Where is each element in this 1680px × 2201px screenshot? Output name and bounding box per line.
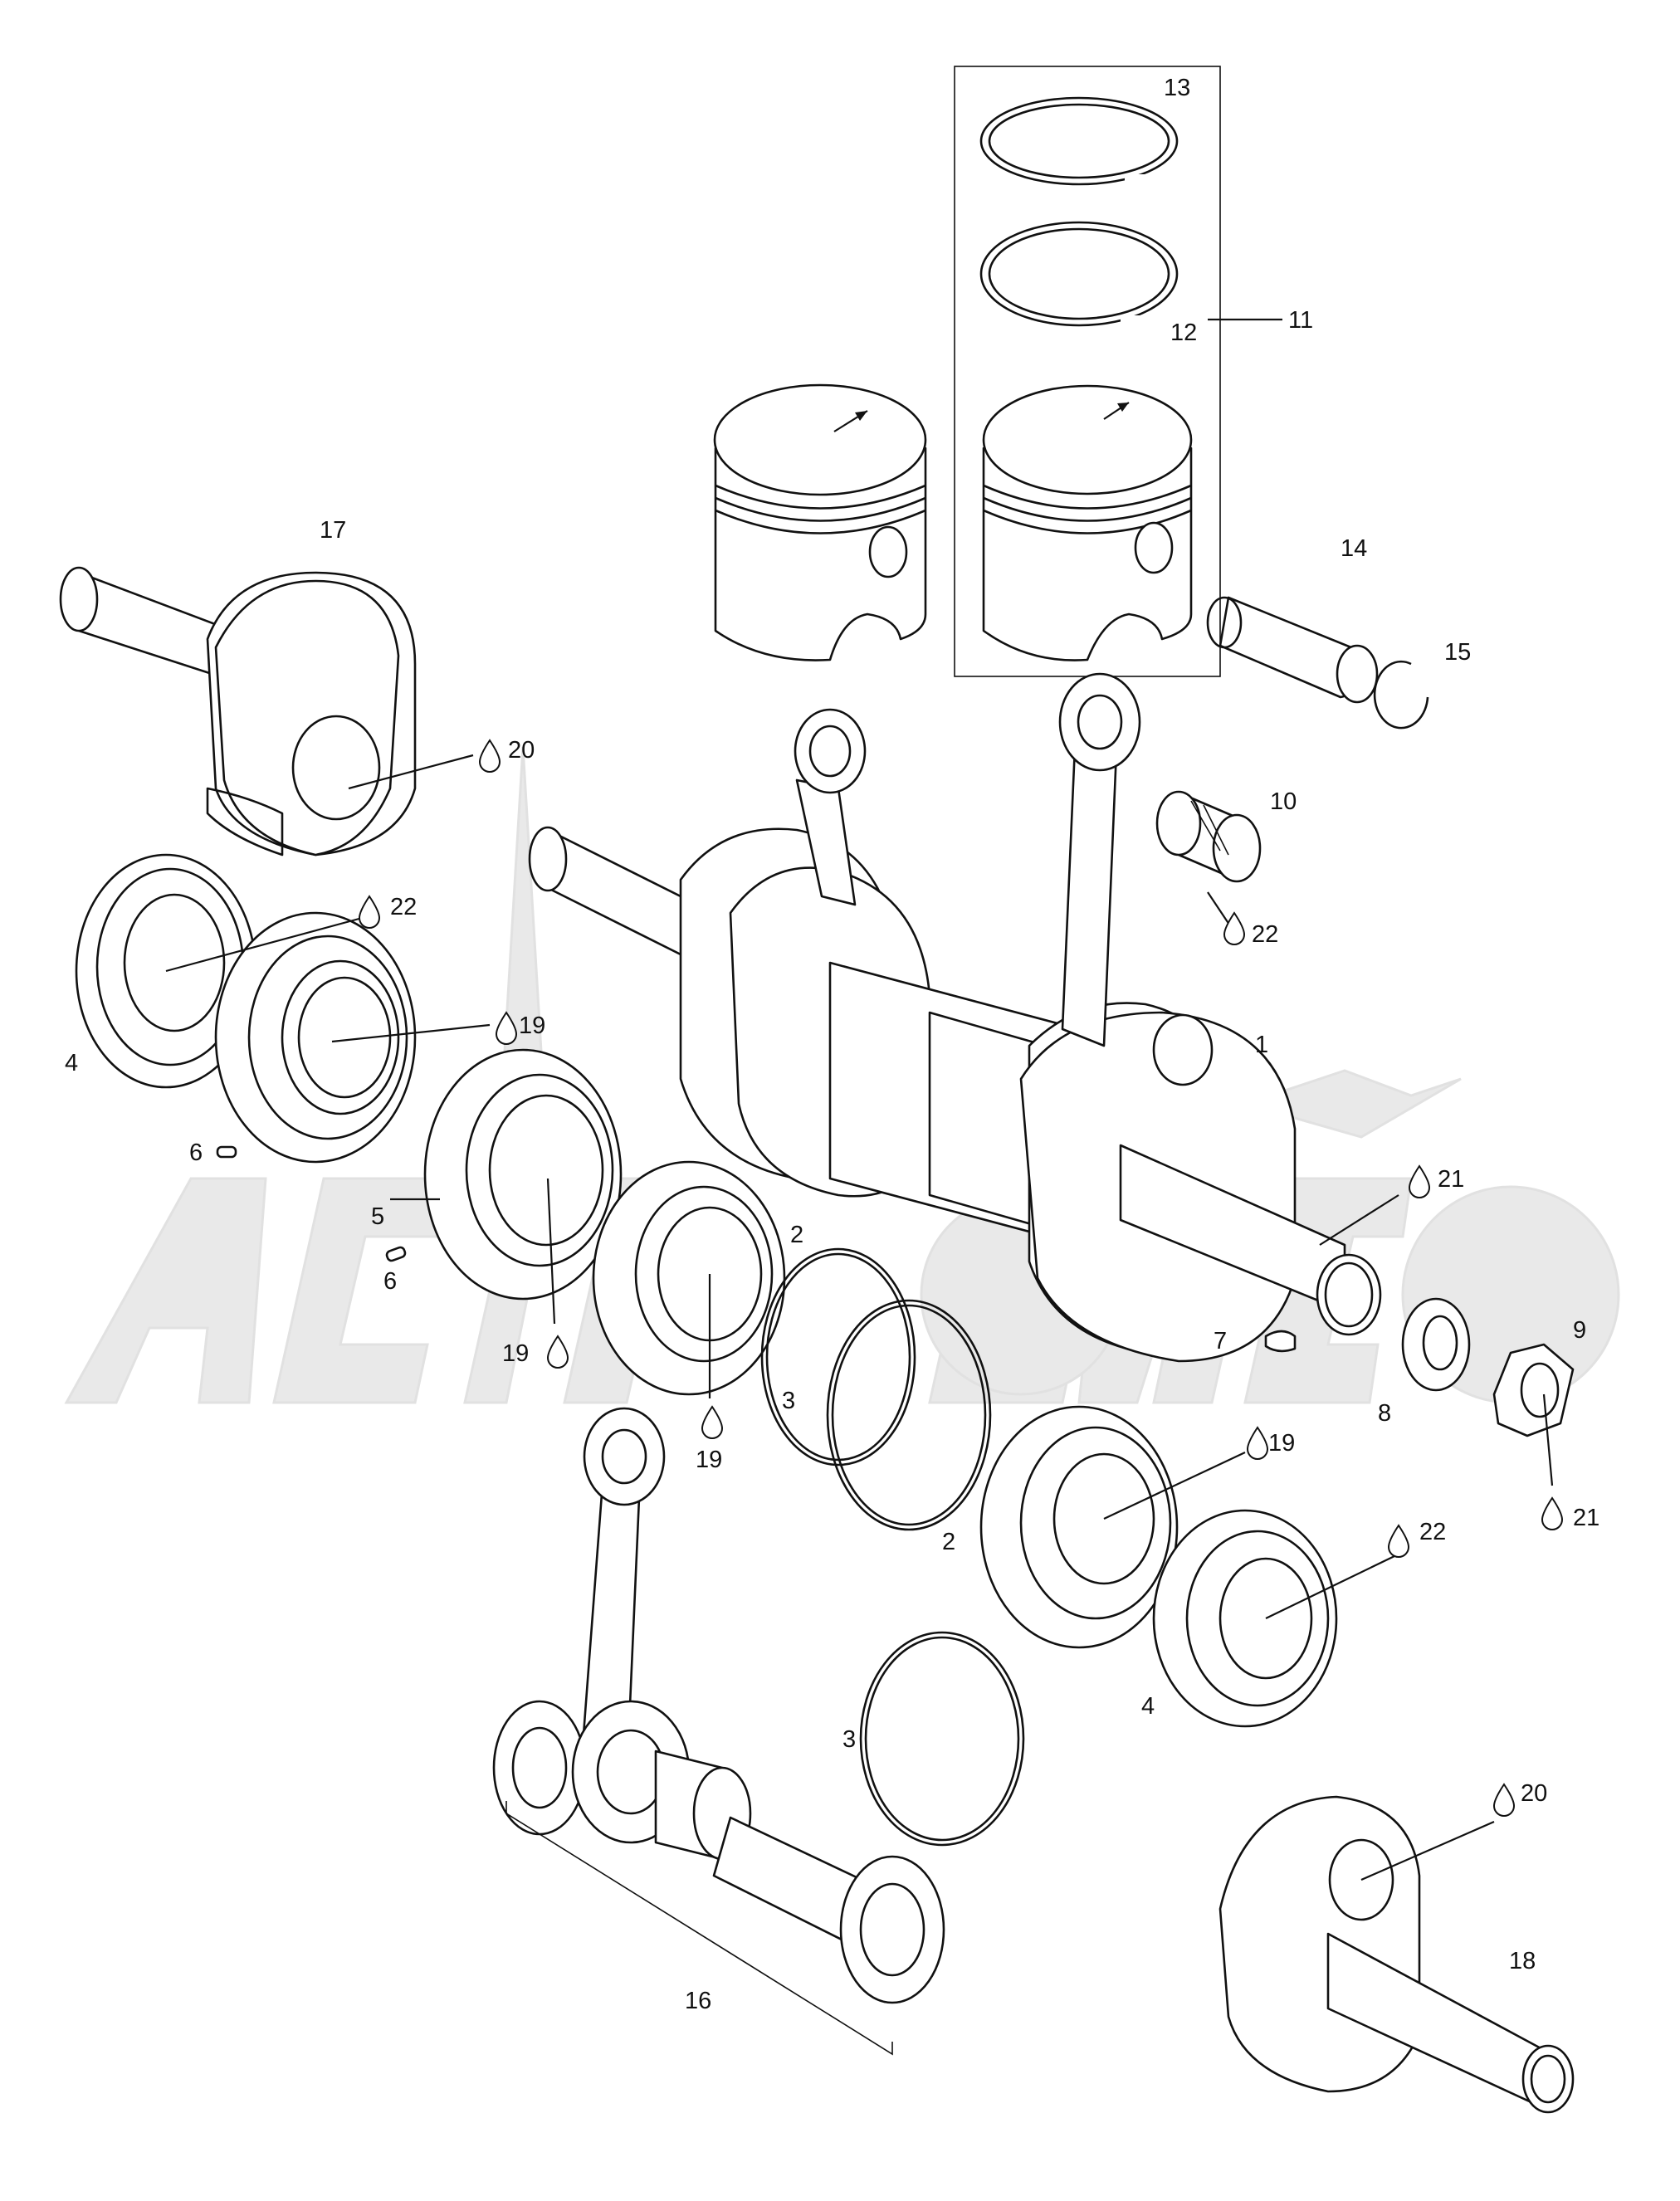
piston-ring-top: [979, 96, 1179, 186]
callout-19: 19: [519, 1013, 545, 1039]
callout-22: 22: [1252, 921, 1278, 948]
callout-11: 11: [1288, 307, 1313, 334]
main-bearing-right: [979, 1405, 1179, 1649]
crank-half-left: [59, 566, 417, 856]
oil-seal-right: [1152, 1509, 1338, 1728]
oil-drop-icon: [358, 895, 381, 929]
piston-pin-circlip: [1373, 660, 1429, 730]
needle-bearing-small-end: [1155, 790, 1262, 883]
o-ring-c: [859, 1631, 1025, 1847]
callout-19: 19: [502, 1340, 529, 1367]
callout-4: 4: [1141, 1693, 1155, 1720]
callout-14: 14: [1341, 535, 1367, 562]
callout-17: 17: [320, 517, 346, 544]
oil-drop-icon: [1246, 1426, 1269, 1460]
main-bearing-center: [592, 1160, 786, 1396]
callout-21: 21: [1573, 1505, 1599, 1531]
oil-drop-icon: [1541, 1496, 1564, 1530]
callout-3: 3: [782, 1388, 795, 1414]
woodruff-key: [1264, 1330, 1297, 1353]
piston-ring-second: [979, 221, 1179, 327]
callout-10: 10: [1270, 788, 1297, 815]
piston-pin: [1206, 596, 1379, 704]
callout-19: 19: [1268, 1430, 1295, 1457]
callout-2: 2: [942, 1529, 955, 1555]
crankshaft-assembly: [528, 672, 1382, 1363]
main-bearing-left: [214, 911, 417, 1164]
crankshaft-nut: [1492, 1343, 1575, 1437]
leader-lines: [165, 318, 1554, 1881]
callout-6: 6: [189, 1140, 203, 1166]
piston-with-rings: [982, 384, 1193, 661]
o-ring-b: [826, 1299, 992, 1531]
dowel-pin-lower: [385, 1246, 407, 1262]
callout-22: 22: [1419, 1519, 1446, 1545]
oil-drop-icon: [546, 1335, 569, 1369]
callout-4: 4: [65, 1050, 78, 1076]
callout-21: 21: [1438, 1166, 1464, 1193]
callout-2: 2: [790, 1222, 803, 1248]
callout-20: 20: [1521, 1780, 1547, 1807]
watermark-text: ACTIVMOTO: [1655, 2189, 1660, 2192]
oil-drop-icon: [1408, 1164, 1431, 1198]
oil-drop-icon: [495, 1011, 518, 1045]
callout-3: 3: [842, 1726, 856, 1753]
crank-half-right: [1218, 1795, 1575, 2114]
piston: [713, 383, 927, 661]
oil-drop-icon: [1223, 911, 1246, 945]
callout-15: 15: [1444, 639, 1471, 666]
callout-12: 12: [1170, 320, 1197, 346]
callout-5: 5: [371, 1203, 384, 1230]
lock-washer: [1401, 1297, 1471, 1392]
main-bearing-second: [423, 1048, 623, 1301]
connecting-rod-kit: [492, 1407, 945, 2056]
dowel-pin-upper: [216, 1145, 237, 1159]
callout-20: 20: [508, 737, 535, 764]
callout-18: 18: [1509, 1948, 1536, 1974]
callout-9: 9: [1573, 1317, 1586, 1344]
oil-drop-icon: [478, 739, 501, 773]
oil-drop-icon: [1492, 1783, 1516, 1817]
callout-6: 6: [383, 1268, 397, 1295]
oil-drop-icon: [1387, 1524, 1410, 1558]
callout-7: 7: [1214, 1328, 1227, 1354]
callout-19: 19: [696, 1447, 722, 1473]
callout-13: 13: [1164, 75, 1190, 101]
oil-drop-icon: [701, 1405, 724, 1439]
callout-16: 16: [685, 1988, 711, 2014]
callout-8: 8: [1378, 1400, 1391, 1427]
callout-1: 1: [1255, 1032, 1268, 1058]
callout-22: 22: [390, 894, 417, 920]
